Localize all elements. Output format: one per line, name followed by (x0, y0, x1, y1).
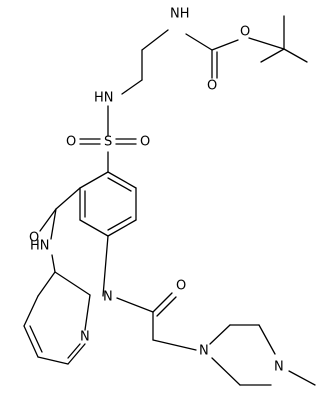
bond (37, 356, 69, 365)
atom-label-nh-carbamate: NH (170, 7, 190, 22)
atom-label-o-sulfonyl-right: O (140, 135, 150, 150)
bond (121, 79, 143, 95)
atom-label-n-piperazine-4: N (274, 360, 284, 375)
bond (116, 297, 154, 313)
bond (209, 324, 231, 345)
bond (107, 171, 137, 189)
atom-label-n-diazepine: N (103, 290, 113, 305)
bond (152, 292, 173, 313)
bond (248, 37, 285, 50)
bond (185, 33, 213, 51)
atom-label-nh-sulfonamide: HN (94, 91, 114, 106)
atom-label-n-piperazine-1: N (199, 344, 209, 359)
bond (39, 208, 57, 232)
bond (79, 171, 109, 189)
bond (152, 339, 197, 351)
bond (102, 235, 109, 297)
bond (211, 39, 239, 51)
bond (29, 325, 43, 353)
bond (288, 370, 316, 386)
atom-labels: NH O O HN S O O O HN N O N N N (29, 7, 284, 375)
bond (23, 325, 39, 358)
atom-label-o-sulfonyl-left: O (66, 135, 76, 150)
bond (156, 296, 177, 317)
atom-label-s: S (104, 135, 112, 150)
bond (37, 271, 56, 297)
atom-label-o-ketone: O (29, 231, 39, 246)
bond (260, 48, 285, 63)
bond (84, 294, 91, 331)
bond (107, 177, 132, 192)
bond (51, 254, 56, 273)
bond (107, 219, 137, 237)
bond (67, 343, 86, 365)
atom-label-n-pyridine: N (80, 330, 90, 345)
bond (141, 29, 169, 51)
bond (55, 187, 81, 210)
bond (50, 208, 57, 240)
bond (211, 357, 241, 386)
bond (283, 48, 308, 63)
bond (107, 216, 132, 231)
atom-label-nh-lactam: HN (30, 239, 50, 254)
atom-label-o-carbonyl: O (207, 79, 217, 94)
bond (258, 324, 276, 355)
atom-label-o-acyl: O (176, 279, 186, 294)
bond (79, 219, 109, 237)
bond (54, 271, 91, 296)
bond (67, 343, 81, 359)
bond (23, 295, 39, 327)
atom-label-o-ester: O (240, 25, 250, 40)
bonds (23, 15, 316, 386)
